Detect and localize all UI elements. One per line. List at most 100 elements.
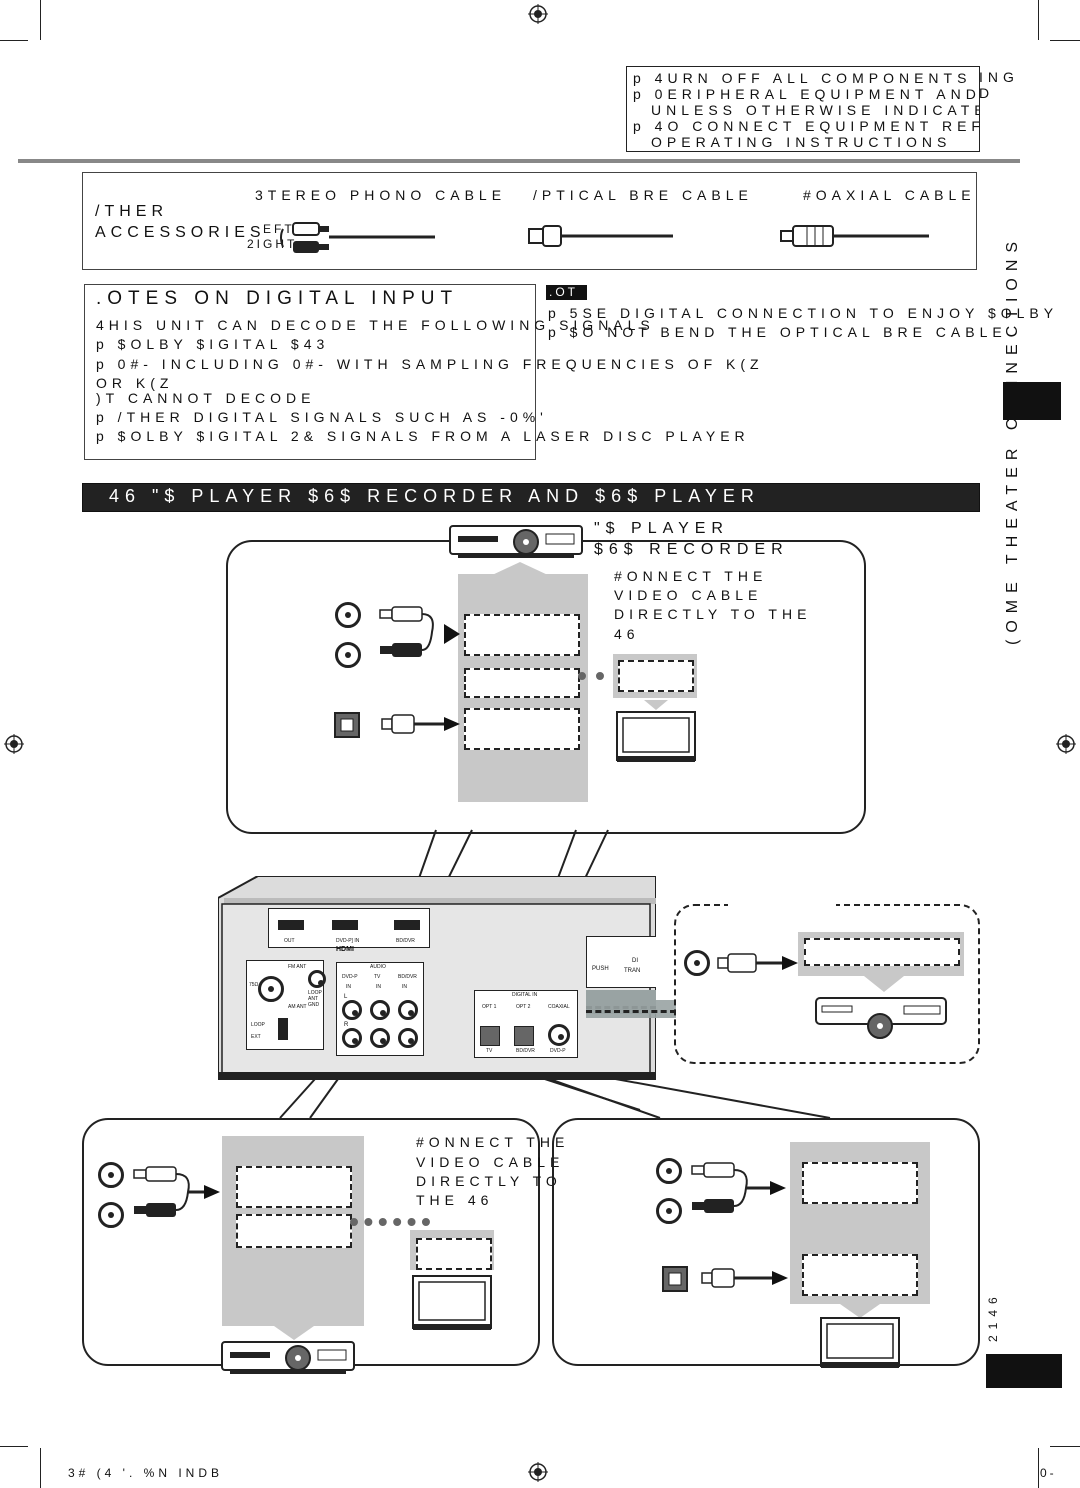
registration-mark-icon	[528, 1462, 548, 1482]
channel-r-label: R	[344, 1022, 349, 1028]
audio-jack	[342, 1000, 362, 1020]
receiver-rear-panel: OUT DVD-P] IN BD/DVR HDMI FM ANT 75Ω AM …	[218, 876, 656, 1080]
am-antenna-label: AM ANT	[288, 1004, 307, 1010]
ohm-label: 75Ω	[249, 982, 259, 988]
stereo-cable-icon	[280, 222, 435, 253]
digital-note-line: p $OLBY $IGITAL $43	[96, 336, 330, 352]
footer-code: 0-	[1040, 1466, 1057, 1480]
dashed-slot	[464, 668, 580, 698]
digital-in-block	[474, 990, 578, 1058]
optical-jack-icon	[334, 712, 460, 738]
crop-mark	[0, 40, 28, 41]
push-label: PUSH	[592, 966, 609, 972]
am-antenna-terminal	[278, 1018, 288, 1040]
connect-note: 46	[614, 626, 640, 642]
push-terminal-block	[586, 936, 656, 988]
digital-note-line: )T CANNOT DECODE	[96, 390, 316, 406]
precaution-line: OPERATING INSTRUCTIONS	[651, 134, 952, 150]
audio-col-label: BD/DVR	[398, 974, 417, 980]
audio-jack	[370, 1028, 390, 1048]
opt2-label: OPT 2	[516, 1004, 531, 1010]
coaxial-jack	[684, 950, 710, 976]
audio-jack	[342, 1028, 362, 1048]
audio-jack	[370, 1000, 390, 1020]
coaxial-cable-icon	[780, 225, 929, 247]
tv-icon	[616, 700, 696, 762]
audio-in-label: IN	[346, 984, 351, 990]
note-line: p $O NOT BEND THE OPTICAL BRE CABLE	[548, 324, 1007, 340]
gray-arrow-down	[864, 976, 904, 992]
hdmi-in-port	[394, 920, 420, 930]
connect-note: DIRECTLY TO	[416, 1173, 562, 1189]
connect-note: THE 46	[416, 1192, 494, 1208]
rca-plug-icon	[379, 606, 460, 657]
page-number-tab	[986, 1354, 1062, 1388]
ext-label: EXT	[251, 1034, 261, 1040]
gray-arrow-down	[840, 1304, 880, 1318]
dashed-slot	[464, 614, 580, 656]
dir-label: DI	[632, 958, 638, 964]
teal-connector	[586, 1000, 676, 1018]
crop-mark	[0, 1446, 28, 1447]
precautions-overflow: ING D	[979, 69, 1019, 101]
hdmi-logo: HDMI	[336, 946, 354, 953]
precaution-line: p 4O CONNECT EQUIPMENT REFER TO THE	[633, 118, 979, 134]
hdmi-in-label: DVD-P] IN	[336, 938, 360, 944]
dashed-slot	[464, 708, 580, 750]
dashed-slot	[802, 1162, 918, 1204]
connect-note: #ONNECT THE	[614, 568, 768, 584]
opt1-label: OPT 1	[482, 1004, 497, 1010]
gray-arrow-down	[274, 1326, 314, 1340]
rca-jack-red	[656, 1198, 682, 1224]
precaution-line: p 0ERIPHERAL EQUIPMENT AND CABLES SOL	[633, 86, 980, 102]
accessories-label: /THER	[95, 203, 168, 220]
connect-note: #ONNECT THE	[416, 1134, 570, 1150]
stereo-cable-label: 3TEREO PHONO CABLE	[255, 187, 507, 203]
channel-l-label: L	[344, 994, 348, 1000]
audio-jack	[398, 1000, 418, 1020]
dashed-slot	[618, 660, 694, 692]
dotted-link	[350, 1218, 430, 1234]
crop-mark	[1050, 40, 1080, 41]
digital-notes-title: .OTES ON DIGITAL INPUT	[96, 288, 459, 309]
dotted-link	[578, 672, 622, 688]
precaution-line: p 4URN OFF ALL COMPONENTS BEFORE MAK	[633, 70, 979, 86]
crop-mark	[40, 1448, 41, 1488]
dashed-slot	[236, 1214, 352, 1248]
accessories-label: ACCESSORIES	[95, 224, 266, 241]
dashed-slot	[236, 1166, 352, 1208]
digital-note-line: p 0#- INCLUDING 0#- WITH SAMPLING FREQUE…	[96, 356, 764, 372]
crop-mark	[1050, 1446, 1080, 1447]
rca-jack-red	[98, 1202, 124, 1228]
crop-mark	[1038, 0, 1039, 40]
optical-port	[514, 1026, 534, 1046]
coaxial-plug-icon	[717, 953, 798, 973]
optical-cable-label: /PTICAL BRE CABLE	[533, 187, 753, 203]
rca-jack-white	[98, 1162, 124, 1188]
rca-jack-white	[656, 1158, 682, 1184]
connect-note: VIDEO CABLE	[614, 587, 763, 603]
audio-label: AUDIO	[370, 964, 386, 970]
hdmi-out-port	[278, 920, 304, 930]
fm-antenna-label: FM ANT	[288, 964, 307, 970]
opt-sub-label: BD/DVR	[516, 1048, 535, 1054]
tv-icon	[412, 1275, 492, 1330]
coaxial-label: COAXIAL	[548, 1004, 570, 1010]
hdmi-in-label: BD/DVR	[396, 938, 415, 944]
hdmi-in-port	[332, 920, 358, 930]
dvd-player-icon	[815, 997, 947, 1039]
connect-note: DIRECTLY TO THE	[614, 606, 812, 622]
digital-note-line: OR K(Z	[96, 375, 174, 391]
note-tag: .OT	[546, 285, 587, 300]
callout-tv	[552, 1118, 980, 1366]
device-label: $6$ RECORDER	[594, 541, 789, 558]
section-title: 46 "$ PLAYER $6$ RECORDER AND $6$ PLAYER	[109, 486, 760, 506]
precaution-line: UNLESS OTHERWISE INDICATED	[651, 102, 980, 118]
section-bar: 46 "$ PLAYER $6$ RECORDER AND $6$ PLAYER	[82, 483, 980, 512]
coaxial-cable-label: #OAXIAL CABLE	[803, 187, 976, 203]
registration-mark-icon	[1056, 734, 1076, 754]
gray-arrow-up	[490, 562, 550, 576]
dashed-slot	[416, 1238, 492, 1270]
gnd-terminal	[308, 970, 326, 988]
opt-sub-label: TV	[486, 1048, 493, 1054]
